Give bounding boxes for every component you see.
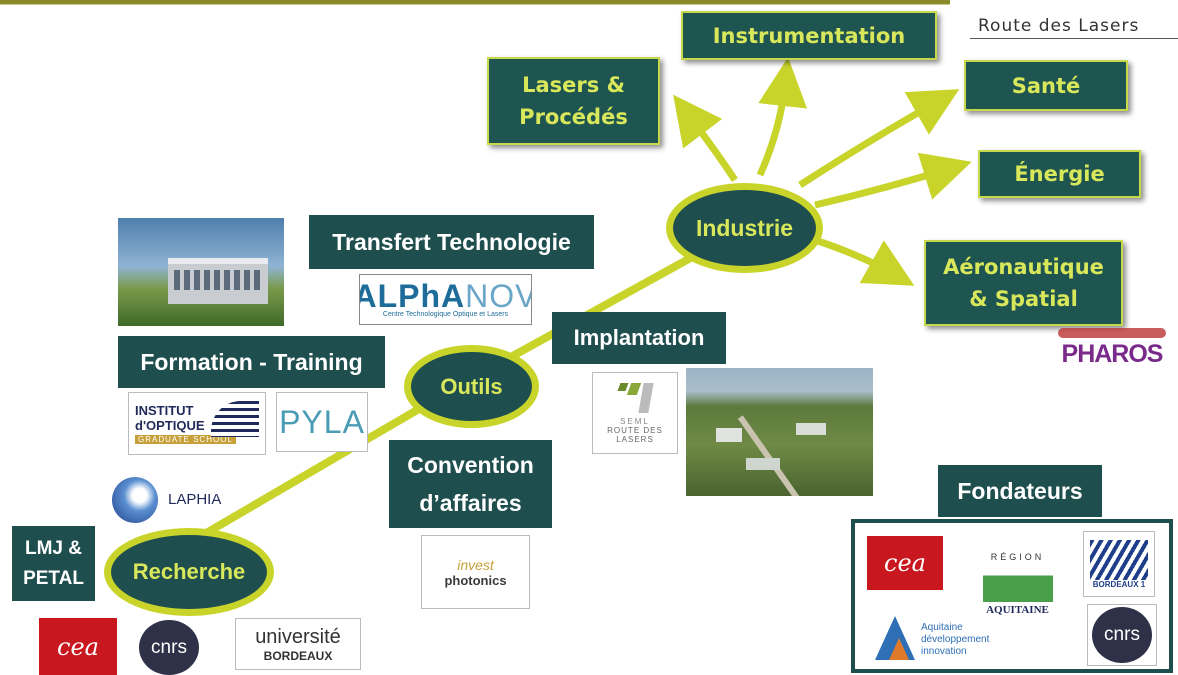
universite-word: université	[255, 625, 341, 648]
instrumentation-label: Instrumentation	[712, 23, 906, 48]
pyla-text: PYLA	[279, 403, 365, 440]
fondateurs-label: Fondateurs	[957, 477, 1083, 504]
laphia-logo: LAPHIA	[112, 477, 242, 523]
aerial-building-1	[716, 428, 742, 442]
seml-line1: SEML	[620, 416, 650, 426]
adi-line2: développement	[921, 634, 990, 645]
cnrs-text-recherche: cnrs	[151, 636, 187, 658]
cnrs-logo-recherche: cnrs	[139, 620, 199, 675]
energie-label: Énergie	[1014, 162, 1105, 186]
aero-line1: Aéronautique	[943, 255, 1104, 279]
institut-line3: GRADUATE SCHOOL	[135, 435, 236, 444]
invest-word: invest	[457, 556, 494, 573]
region-emblem	[982, 564, 1053, 602]
bordeaux-word: BORDEAUX	[263, 648, 333, 663]
aquitaine-word: AQUITAINE	[986, 604, 1049, 616]
aerial-road	[737, 415, 801, 496]
pharos-logo: PHAROS	[1058, 320, 1166, 376]
institut-line1: INSTITUT	[135, 403, 194, 418]
bordeaux1-logo: BORDEAUX 1	[1083, 531, 1155, 597]
adi-triangle-accent	[889, 638, 909, 660]
formation-label: Formation - Training	[140, 348, 363, 375]
region-word: RÉGION	[990, 552, 1045, 562]
institut-optique-logo: INSTITUT d'OPTIQUE GRADUATE SCHOOL	[128, 392, 266, 455]
industrie-arrows	[673, 57, 972, 286]
alphanov-wordmark: ALPhANOV	[359, 278, 532, 314]
universite-bordeaux-logo: université BORDEAUX	[235, 618, 361, 670]
institut-stripes	[211, 401, 259, 437]
bordeaux1-emblem	[1090, 539, 1148, 580]
outils-label: Outils	[440, 373, 503, 399]
site-aerial-photo	[686, 368, 873, 496]
box-formation-training: Formation - Training	[118, 336, 385, 388]
region-aquitaine-logo: RÉGION AQUITAINE	[975, 545, 1060, 623]
lmj-line1: LMJ &	[25, 537, 82, 559]
box-instrumentation: Instrumentation	[681, 11, 937, 60]
ellipse-outils: Outils	[404, 345, 539, 428]
cea-logo-recherche: cea	[39, 618, 117, 675]
pyla-logo: PYLA	[276, 392, 368, 452]
lasers-line2: Procédés	[519, 105, 628, 129]
bordeaux1-text: BORDEAUX 1	[1092, 579, 1146, 589]
pharos-plane-band	[1058, 328, 1166, 338]
box-convention-affaires: Convention d’affaires	[389, 440, 552, 528]
recherche-label: Recherche	[132, 559, 246, 584]
institut-line2: d'OPTIQUE	[135, 418, 205, 433]
brand-underline	[970, 38, 1178, 39]
aero-line2: & Spatial	[969, 287, 1078, 311]
alphanov-name-b: NOV	[465, 278, 532, 314]
box-transfert-technologie: Transfert Technologie	[309, 215, 594, 269]
box-lmj-petal: LMJ & PETAL	[12, 526, 95, 601]
cea-text-recherche: cea	[57, 632, 99, 661]
box-lasers-procedes: Lasers & Procédés	[487, 57, 660, 145]
implantation-label: Implantation	[573, 325, 705, 350]
aerial-building-3	[746, 458, 780, 470]
cea-logo-fondateurs: cea	[867, 536, 943, 590]
adi-line3: innovation	[921, 646, 967, 657]
box-fondateurs: Fondateurs	[938, 465, 1102, 517]
laphia-text: LAPHIA	[168, 491, 222, 508]
seml-line3: LASERS	[616, 434, 654, 444]
sante-label: Santé	[1011, 73, 1081, 98]
box-implantation: Implantation	[552, 312, 726, 364]
research-building-photo	[118, 218, 284, 326]
industrie-label: Industrie	[695, 214, 794, 241]
convention-line2: d’affaires	[419, 490, 522, 516]
invest-photonics-logo: invest photonics	[421, 535, 530, 609]
ellipse-industrie: Industrie	[666, 183, 823, 273]
laphia-globe	[112, 477, 158, 523]
photonics-word: photonics	[444, 572, 507, 588]
lmj-line2: PETAL	[23, 567, 84, 589]
cnrs-text-fondateurs: cnrs	[1104, 624, 1140, 645]
seml-line2: ROUTE DES	[607, 425, 663, 435]
aerial-building-2	[796, 423, 826, 435]
cnrs-logo-fondateurs: cnrs	[1092, 607, 1152, 663]
top-rule-thin	[0, 4, 950, 5]
building-windows	[174, 270, 262, 290]
box-aeronautique: Aéronautique & Spatial	[924, 240, 1123, 326]
seml-shapes	[617, 382, 654, 413]
brand-text: Route des Lasers	[978, 16, 1140, 36]
box-energie: Énergie	[978, 150, 1141, 198]
alphanov-logo: ALPhANOV Centre Technologique Optique et…	[359, 274, 532, 325]
cea-text-fondateurs: cea	[884, 549, 926, 577]
fondateurs-frame	[851, 519, 1173, 673]
lasers-line1: Lasers &	[522, 73, 625, 97]
box-sante: Santé	[964, 60, 1128, 111]
ellipse-recherche: Recherche	[104, 528, 274, 616]
adi-line1: Aquitaine	[921, 622, 963, 633]
top-rule	[0, 0, 950, 4]
alphanov-name-a: ALPhA	[359, 278, 466, 314]
transfert-label: Transfert Technologie	[332, 228, 571, 255]
convention-line1: Convention	[407, 452, 534, 478]
cnrs-logo-fondateurs-frame: cnrs	[1087, 604, 1157, 666]
alphanov-tagline: Centre Technologique Optique et Lasers	[382, 311, 509, 318]
pharos-text: PHAROS	[1061, 340, 1164, 368]
adi-logo: Aquitaine développement innovation	[875, 612, 1015, 664]
seml-logo: SEML ROUTE DES LASERS	[592, 372, 678, 454]
